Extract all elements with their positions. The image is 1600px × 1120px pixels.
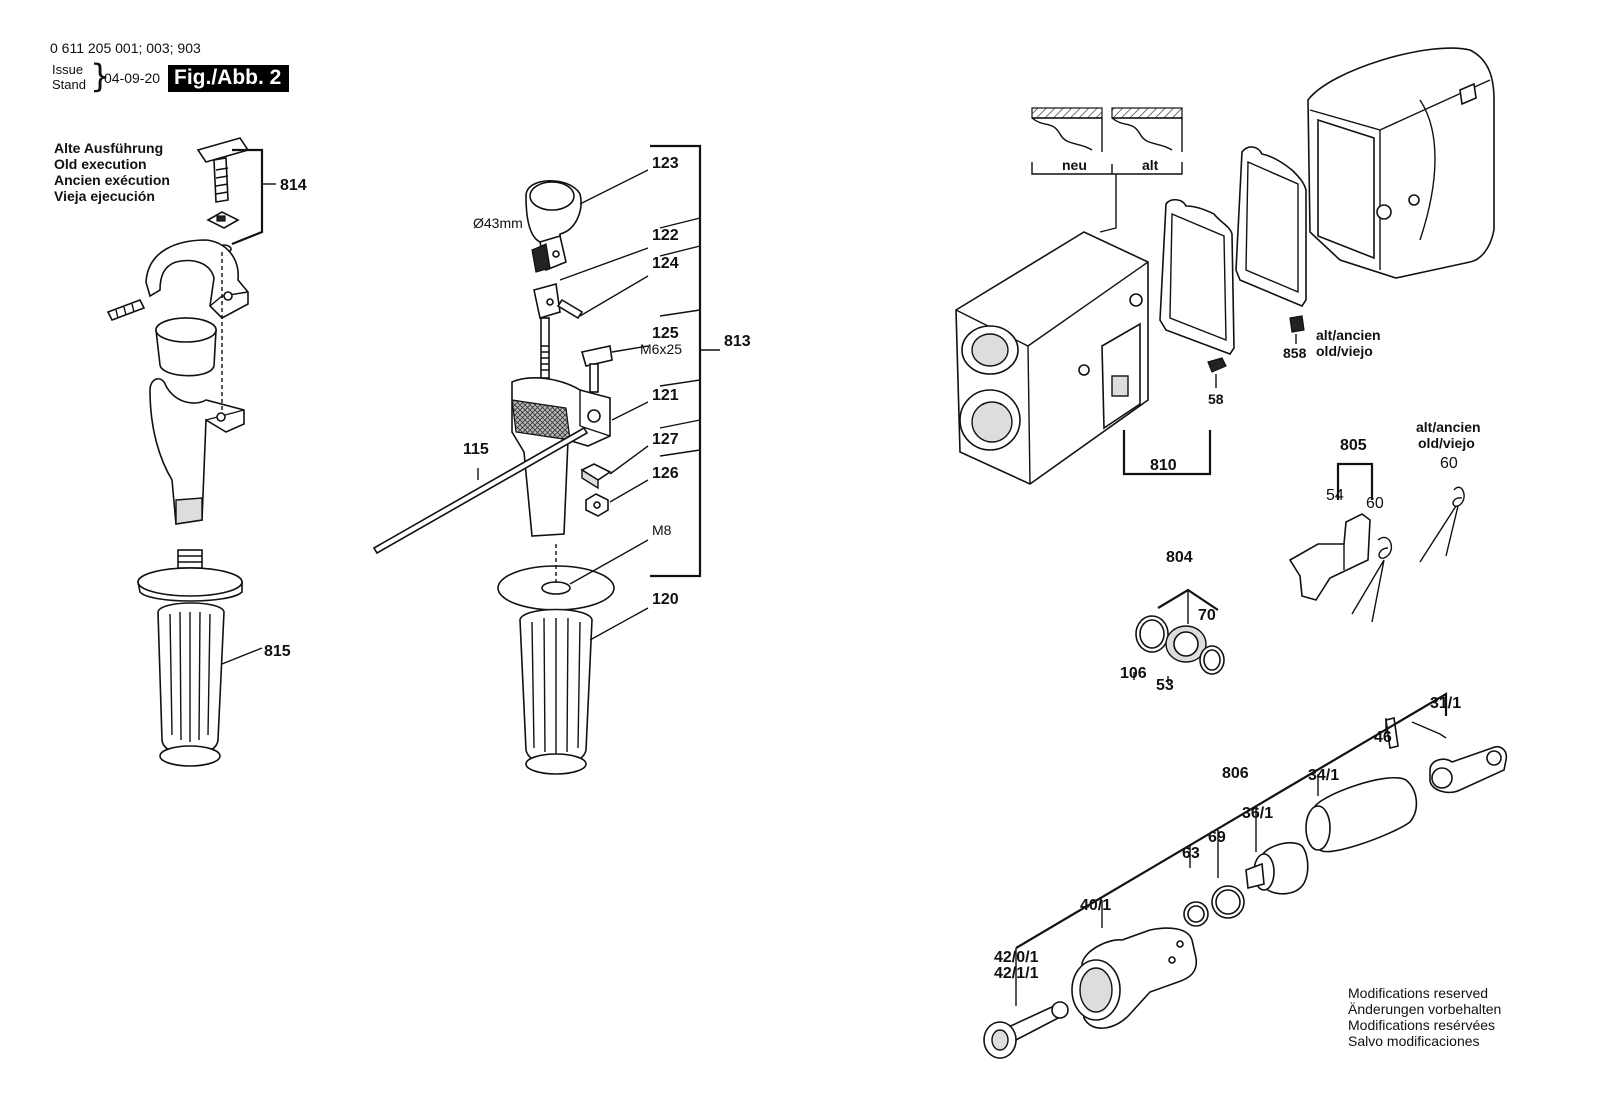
label-120: 120 bbox=[652, 591, 679, 608]
label-814: 814 bbox=[280, 177, 307, 194]
modifications-note: Modifications reserved Änderungen vorbeh… bbox=[1348, 985, 1501, 1049]
modifications-es: Salvo modificaciones bbox=[1348, 1033, 1480, 1049]
label-804: 804 bbox=[1166, 549, 1193, 566]
label-813: 813 bbox=[724, 333, 751, 350]
modifications-de: Änderungen vorbehalten bbox=[1348, 1001, 1502, 1017]
piston-assembly-806 bbox=[983, 692, 1508, 1059]
label-31-1: 31/1 bbox=[1430, 695, 1461, 712]
issue-date: 04-09-20 bbox=[104, 70, 161, 86]
label-106: 106 bbox=[1120, 665, 1147, 682]
auxiliary-handle-assembly bbox=[372, 144, 720, 775]
label-m6x25: M6x25 bbox=[640, 341, 682, 357]
label-42-0-1: 42/0/1 bbox=[994, 949, 1039, 966]
label-805: 805 bbox=[1340, 437, 1367, 454]
label-alt-ancien-2: alt/ancien bbox=[1416, 419, 1481, 435]
label-diameter: Ø43mm bbox=[473, 215, 523, 231]
old-execution-en: Old execution bbox=[54, 156, 147, 172]
brace-glyph: } bbox=[90, 57, 111, 95]
label-123: 123 bbox=[652, 155, 679, 172]
label-122: 122 bbox=[652, 227, 679, 244]
old-execution-fr: Ancien exécution bbox=[54, 172, 170, 188]
label-53: 53 bbox=[1156, 677, 1174, 694]
old-execution-es: Vieja ejecución bbox=[54, 188, 155, 204]
old-execution-note: Alte Ausführung Old execution Ancien exé… bbox=[54, 140, 170, 204]
figure-badge: Fig./Abb. 2 bbox=[168, 65, 290, 92]
modifications-fr: Modifications resérvées bbox=[1348, 1017, 1496, 1033]
label-alt-ancien-1: alt/ancien bbox=[1316, 327, 1381, 343]
label-124: 124 bbox=[652, 255, 679, 272]
stand-label: Stand bbox=[52, 77, 86, 92]
old-execution-assembly bbox=[106, 137, 276, 767]
label-806: 806 bbox=[1222, 765, 1249, 782]
label-127: 127 bbox=[652, 431, 679, 448]
housing-assembly bbox=[955, 47, 1495, 485]
label-old-viejo-2: old/viejo bbox=[1418, 435, 1475, 451]
label-125: 125 bbox=[652, 325, 679, 342]
label-70: 70 bbox=[1198, 607, 1216, 624]
issue-stand-labels: Issue Stand bbox=[52, 62, 86, 92]
label-old-viejo-1: old/viejo bbox=[1316, 343, 1373, 359]
modifications-en: Modifications reserved bbox=[1348, 985, 1489, 1001]
label-54: 54 bbox=[1326, 487, 1344, 504]
label-126: 126 bbox=[652, 465, 679, 482]
label-810: 810 bbox=[1150, 457, 1177, 474]
label-46: 46 bbox=[1374, 729, 1392, 746]
seal-assembly-804 bbox=[1133, 588, 1225, 684]
issue-label: Issue bbox=[52, 62, 84, 77]
label-m8: M8 bbox=[652, 522, 672, 538]
document-number: 0 611 205 001; 003; 903 bbox=[50, 40, 201, 56]
label-58: 58 bbox=[1208, 391, 1224, 407]
label-alt: alt bbox=[1142, 157, 1159, 173]
label-neu: neu bbox=[1062, 157, 1087, 173]
part-labels: 814 815 123 Ø43mm 122 124 125 M6x25 813 … bbox=[264, 155, 1481, 982]
label-40-1: 40/1 bbox=[1080, 897, 1111, 914]
label-60b: 60 bbox=[1440, 455, 1458, 472]
label-815: 815 bbox=[264, 643, 291, 660]
label-42-1-1: 42/1/1 bbox=[994, 965, 1039, 982]
label-115: 115 bbox=[463, 441, 489, 458]
label-36-1: 36/1 bbox=[1242, 805, 1273, 822]
label-63: 63 bbox=[1182, 845, 1200, 862]
label-858: 858 bbox=[1283, 345, 1307, 361]
label-60a: 60 bbox=[1366, 495, 1384, 512]
switch-spring-assembly bbox=[1288, 462, 1465, 623]
label-34-1: 34/1 bbox=[1308, 767, 1339, 784]
label-121: 121 bbox=[652, 387, 679, 404]
label-69: 69 bbox=[1208, 829, 1226, 846]
old-execution-de: Alte Ausführung bbox=[54, 140, 164, 156]
